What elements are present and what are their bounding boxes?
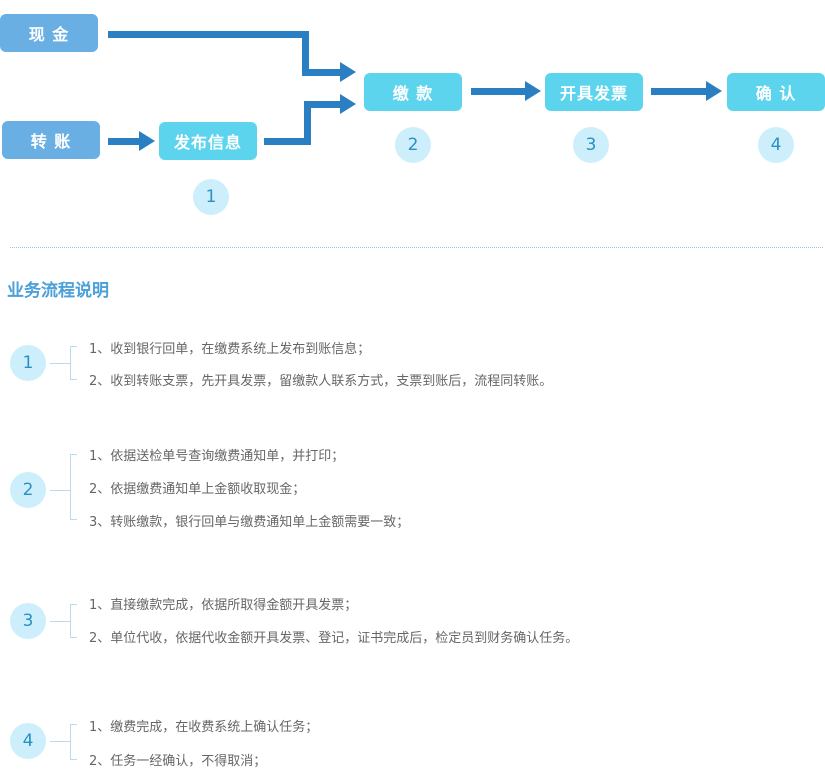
invoice-box: 开具发票: [545, 73, 643, 111]
step-2-item-3: 3、转账缴款，银行回单与缴费通知单上金额需要一致；: [89, 515, 410, 530]
step-1-bracket-stub: [50, 363, 70, 364]
step-2-bracket-stub: [50, 490, 70, 491]
cash-box: 现 金: [0, 14, 98, 52]
invoice-number-circle: 3: [573, 127, 609, 163]
step-3-bracket-stub: [50, 621, 70, 622]
publish-connector-v: [304, 101, 311, 145]
publish-arrow-head: [340, 94, 356, 114]
payment-box: 缴 款: [364, 73, 462, 111]
transfer-connector: [108, 138, 141, 145]
publish-number-circle: 1: [193, 179, 229, 215]
payment-arrow-head: [525, 81, 541, 101]
confirm-box: 确 认: [727, 73, 825, 111]
transfer-arrow-head: [139, 131, 155, 151]
step-3-item-2: 2、单位代收，依据代收金额开具发票、登记，证书完成后，检定员到财务确认任务。: [89, 631, 579, 646]
section-divider: [10, 247, 823, 248]
step-4-circle: 4: [10, 723, 46, 759]
transfer-box: 转 账: [2, 121, 100, 159]
payment-connector: [471, 88, 527, 95]
invoice-arrow-head: [706, 81, 722, 101]
step-3-circle: 3: [10, 603, 46, 639]
step-2-item-2: 2、依据缴费通知单上金额收取现金；: [89, 482, 306, 497]
publish-connector-h2: [304, 101, 342, 108]
publish-connector-h1: [264, 138, 311, 145]
step-1-item-2: 2、收到转账支票，先开具发票，留缴款人联系方式，支票到账后，流程同转账。: [89, 374, 553, 389]
cash-connector-h1: [108, 31, 309, 38]
step-1-bracket: [70, 346, 77, 380]
step-1-circle: 1: [10, 345, 46, 381]
step-2-item-1: 1、依据送检单号查询缴费通知单，并打印；: [89, 449, 345, 464]
cash-connector-h2: [302, 69, 342, 76]
cash-arrow-head: [340, 62, 356, 82]
invoice-connector: [651, 88, 708, 95]
step-3-bracket: [70, 604, 77, 638]
step-1-item-1: 1、收到银行回单，在缴费系统上发布到账信息；: [89, 342, 371, 357]
payment-number-circle: 2: [395, 127, 431, 163]
publish-box: 发布信息: [159, 122, 257, 160]
step-3-item-1: 1、直接缴款完成，依据所取得金额开具发票；: [89, 598, 358, 613]
confirm-number-circle: 4: [758, 127, 794, 163]
step-2-bracket: [70, 454, 77, 520]
step-4-item-2: 2、任务一经确认，不得取消；: [89, 754, 267, 769]
cash-connector-v: [302, 31, 309, 76]
section-title: 业务流程说明: [7, 281, 109, 301]
step-4-bracket: [70, 724, 77, 760]
step-4-bracket-stub: [50, 741, 70, 742]
step-2-circle: 2: [10, 472, 46, 508]
step-4-item-1: 1、缴费完成，在收费系统上确认任务；: [89, 720, 319, 735]
